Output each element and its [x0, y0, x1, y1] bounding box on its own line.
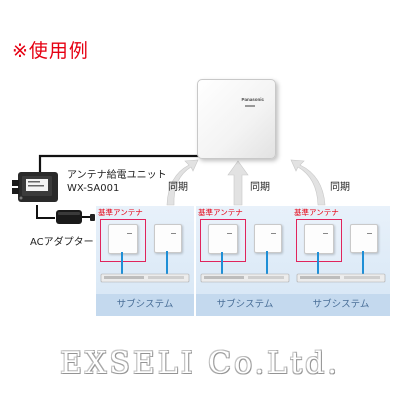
subsystem-name: サブシステム	[292, 294, 390, 316]
sync-label: 同期	[250, 182, 270, 193]
curved-arrow-icon	[227, 160, 249, 206]
subsystem-name: サブシステム	[96, 294, 194, 316]
reference-antenna-label: 基準アンテナ	[198, 208, 243, 217]
reference-antenna	[304, 224, 334, 254]
reference-antenna	[108, 224, 138, 254]
subsystem-2: 基準アンテナ サブシステム	[196, 206, 294, 316]
feed-unit-model: WX-SA001	[67, 183, 120, 194]
feed-unit-label: アンテナ給電ユニット WX-SA001	[67, 169, 167, 195]
power-unit-icon	[12, 172, 58, 202]
curved-arrow-icon	[166, 159, 199, 206]
subsystem-3: 基準アンテナ サブシステム	[292, 206, 390, 316]
reference-antenna-label: 基準アンテナ	[98, 208, 143, 217]
ac-adapter-label: ACアダプター	[30, 237, 94, 248]
network-link	[296, 251, 386, 283]
watermark: EXSELI Co.Ltd.	[60, 346, 340, 381]
network-link	[100, 251, 190, 283]
sub-antenna	[154, 224, 182, 253]
curved-arrow-icon	[290, 159, 326, 206]
feed-unit-name: アンテナ給電ユニット	[67, 170, 167, 181]
main-antenna: Panasonic	[197, 79, 276, 159]
adapter-cable	[36, 205, 55, 219]
subsystem-1: 基準アンテナ サブシステム	[96, 206, 194, 316]
reference-antenna-label: 基準アンテナ	[294, 208, 339, 217]
sub-antenna	[350, 224, 378, 253]
status-led	[245, 105, 255, 107]
subsystem-name: サブシステム	[196, 294, 294, 316]
network-link	[200, 251, 290, 283]
sync-label: 同期	[330, 182, 350, 193]
page-heading: ※使用例	[12, 40, 89, 62]
brand-logo: Panasonic	[241, 97, 264, 102]
sync-label: 同期	[168, 182, 188, 193]
ac-adapter-icon	[56, 210, 95, 224]
reference-antenna	[208, 224, 238, 254]
